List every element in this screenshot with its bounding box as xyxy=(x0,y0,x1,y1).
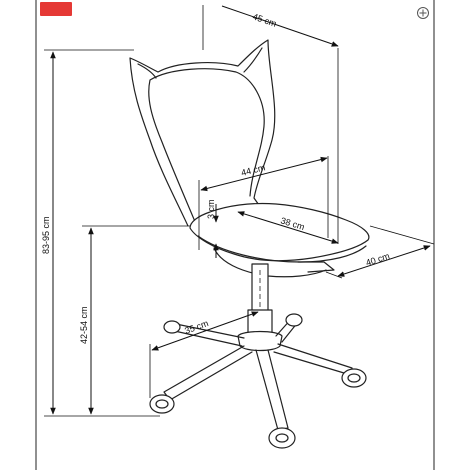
caster-back-right xyxy=(285,313,303,327)
brand-badge xyxy=(40,2,72,16)
backrest-inner xyxy=(148,68,265,225)
label-base-radius: 35 cm xyxy=(183,318,209,336)
label-seat-side: 40 cm xyxy=(365,251,391,268)
caster-front xyxy=(268,427,296,449)
base-leg-front-left xyxy=(163,345,253,401)
height-lever xyxy=(297,261,335,273)
caster-right xyxy=(341,368,367,388)
label-seat-height: 42-54 cm xyxy=(79,306,89,344)
base-leg-front xyxy=(255,349,289,431)
left-ear-inner xyxy=(137,63,157,79)
dim-total-height: 83-95 cm xyxy=(41,49,160,417)
label-back-depth: 45 cm xyxy=(251,11,277,28)
base-leg-right xyxy=(273,343,355,377)
right-ear-inner xyxy=(243,47,263,73)
label-total-height: 83-95 cm xyxy=(41,216,51,254)
caster-left xyxy=(149,394,175,414)
chair-illustration xyxy=(129,39,370,449)
dim-seat-height: 42-54 cm xyxy=(79,225,190,415)
dim-backrest-gap: 3 cm xyxy=(206,199,219,258)
backrest xyxy=(129,39,277,227)
caster-back-left xyxy=(163,320,181,334)
base-hub xyxy=(237,330,283,352)
label-backrest-gap: 3 cm xyxy=(206,199,216,219)
circle-plus-icon xyxy=(417,7,429,19)
